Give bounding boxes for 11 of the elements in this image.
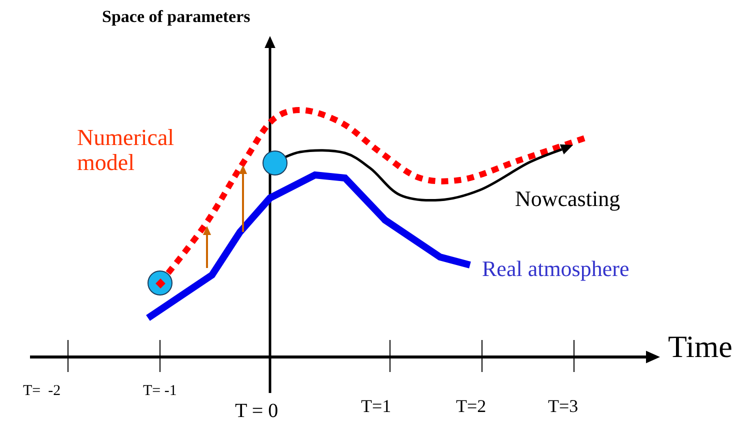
curve-label: Nowcasting [515, 187, 620, 212]
tick-label: T = 0 [235, 400, 278, 422]
tick-label: T= -1 [143, 383, 177, 400]
tick-label: T=2 [456, 397, 486, 417]
axis-label: Time [668, 330, 732, 364]
tick-label: T=3 [548, 397, 578, 417]
tick-label: T= -2 [23, 383, 61, 400]
tick-label: T=1 [361, 397, 392, 417]
curve-label: Numerical model [77, 125, 176, 176]
curve-label: Real atmosphere [482, 257, 630, 282]
axis-title: Space of parameters [102, 8, 250, 27]
